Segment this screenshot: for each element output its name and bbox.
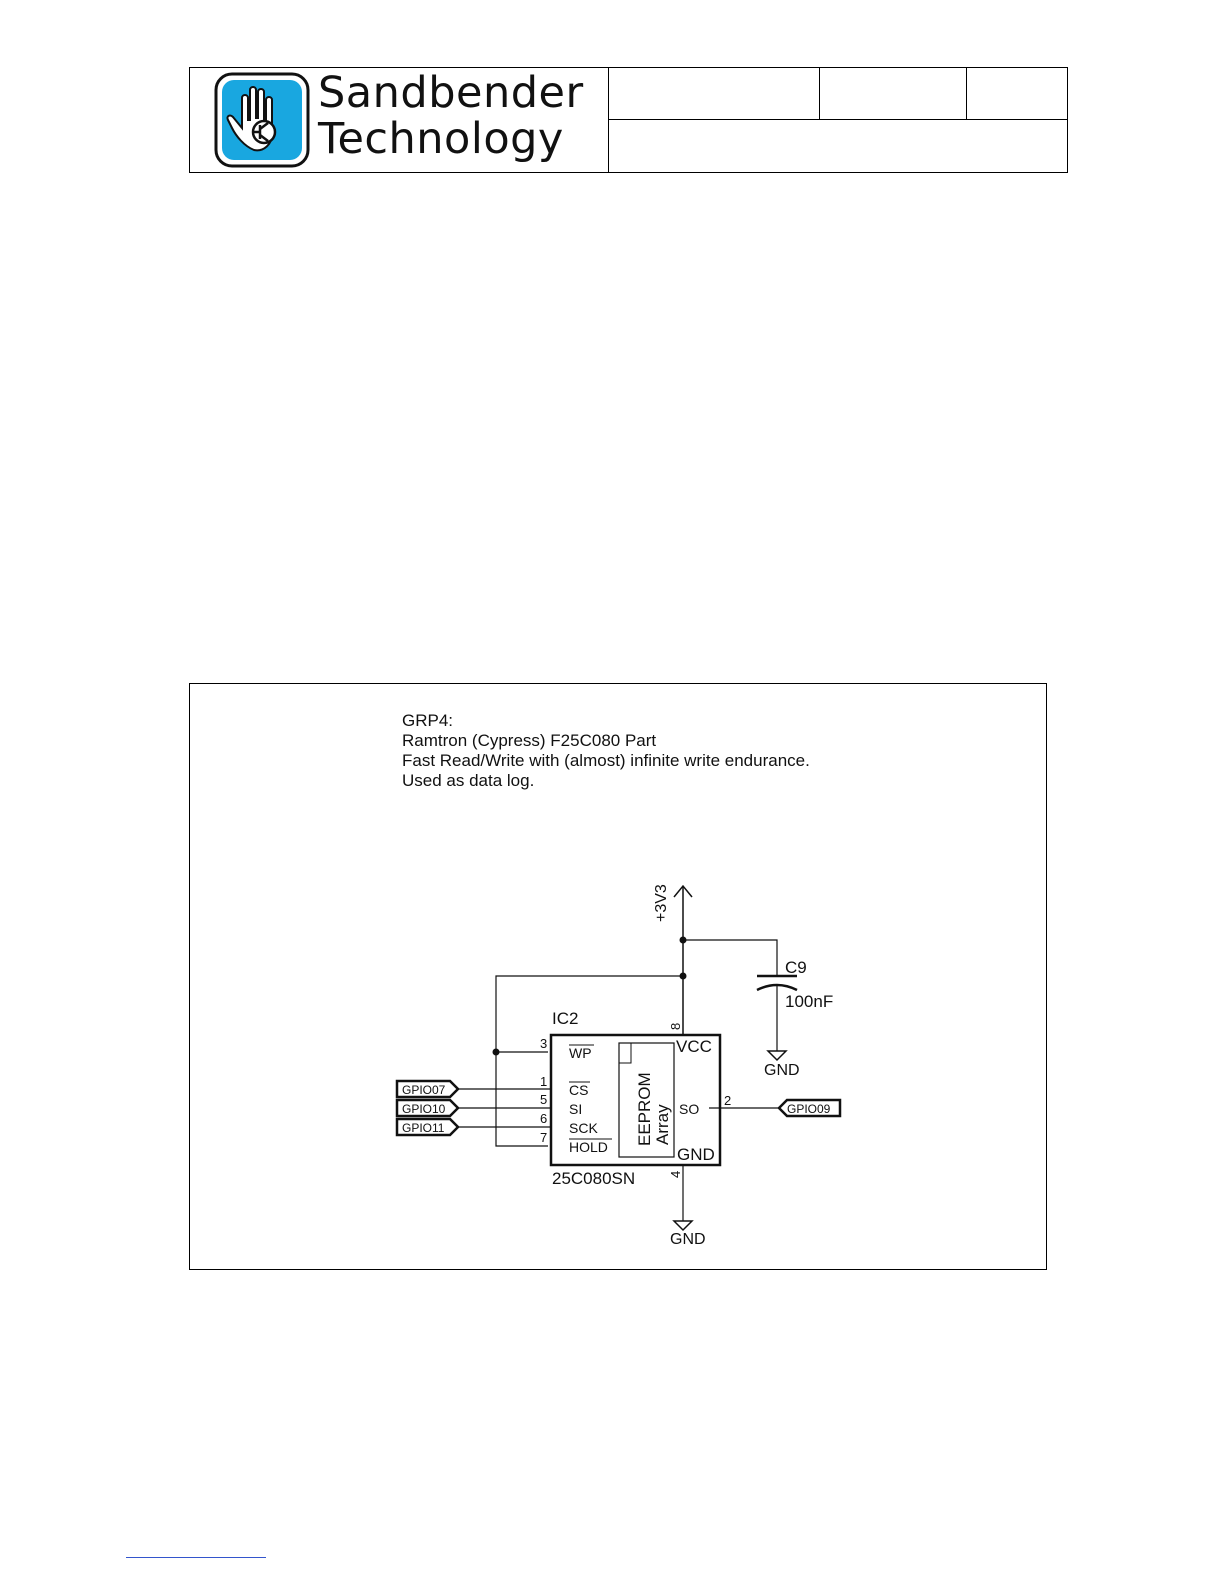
power-label: +3V3 — [653, 884, 670, 922]
svg-text:GPIO10: GPIO10 — [402, 1102, 446, 1116]
capacitor-value: 100nF — [785, 992, 833, 1011]
schematic-figure: GRP4: Ramtron (Cypress) F25C080 Part Fas… — [189, 683, 1047, 1270]
pin-name-si: SI — [569, 1101, 582, 1117]
ic-part: 25C080SN — [552, 1169, 635, 1188]
hand-transistor-logo-icon — [214, 72, 310, 168]
svg-text:GPIO07: GPIO07 — [402, 1083, 446, 1097]
note-line-4: Used as data log. — [402, 771, 534, 790]
logo-cell: Sandbender Technology — [190, 68, 609, 172]
pin-name-cs: CS — [569, 1082, 588, 1098]
array-label-2: Array — [653, 1104, 672, 1145]
header-cell-2 — [820, 68, 967, 120]
svg-text:GPIO09: GPIO09 — [787, 1102, 831, 1116]
pin-num-8: 8 — [668, 1023, 683, 1030]
ic-gnd-label: GND — [677, 1145, 715, 1164]
capacitor-ref: C9 — [785, 958, 807, 977]
pin-name-sck: SCK — [569, 1120, 598, 1136]
net-label-gpio09: GPIO09 — [779, 1100, 840, 1116]
pin-name-hold: HOLD — [569, 1139, 608, 1155]
power-symbol — [674, 886, 692, 1034]
vcc-label: VCC — [676, 1037, 712, 1056]
pin-num-6: 6 — [540, 1111, 547, 1126]
pin-num-4: 4 — [668, 1171, 683, 1178]
pin-num-1: 1 — [540, 1074, 547, 1089]
footnote-separator-line — [126, 1557, 266, 1558]
pin-num-3: 3 — [540, 1036, 547, 1051]
svg-text:GPIO11: GPIO11 — [402, 1121, 445, 1135]
ground-label-cap: GND — [764, 1062, 800, 1079]
array-tab — [619, 1043, 631, 1063]
ground-label-ic: GND — [670, 1231, 706, 1248]
net-label-gpio07: GPIO07 — [397, 1081, 458, 1097]
header-cell-4 — [609, 120, 1067, 172]
note-line-1: GRP4: — [402, 711, 453, 730]
array-label-1: EEPROM — [635, 1072, 654, 1146]
header-cell-1 — [609, 68, 820, 120]
brand-name-line2: Technology — [318, 114, 564, 164]
net-label-gpio11: GPIO11 — [397, 1119, 458, 1135]
document-header-table: Sandbender Technology — [189, 67, 1068, 173]
pin-num-7: 7 — [540, 1130, 547, 1145]
net-label-gpio10: GPIO10 — [397, 1100, 458, 1116]
note-line-2: Ramtron (Cypress) F25C080 Part — [402, 731, 656, 750]
pin-name-so: SO — [679, 1101, 699, 1117]
brand-name-line1: Sandbender — [318, 68, 584, 118]
pin-name-wp: WP — [569, 1045, 592, 1061]
header-cell-3 — [967, 68, 1067, 120]
note-line-3: Fast Read/Write with (almost) infinite w… — [402, 751, 810, 770]
ic-ref: IC2 — [552, 1009, 578, 1028]
schematic-drawing: GRP4: Ramtron (Cypress) F25C080 Part Fas… — [190, 684, 1046, 1269]
pin-num-2: 2 — [724, 1093, 731, 1108]
pin-num-5: 5 — [540, 1092, 547, 1107]
